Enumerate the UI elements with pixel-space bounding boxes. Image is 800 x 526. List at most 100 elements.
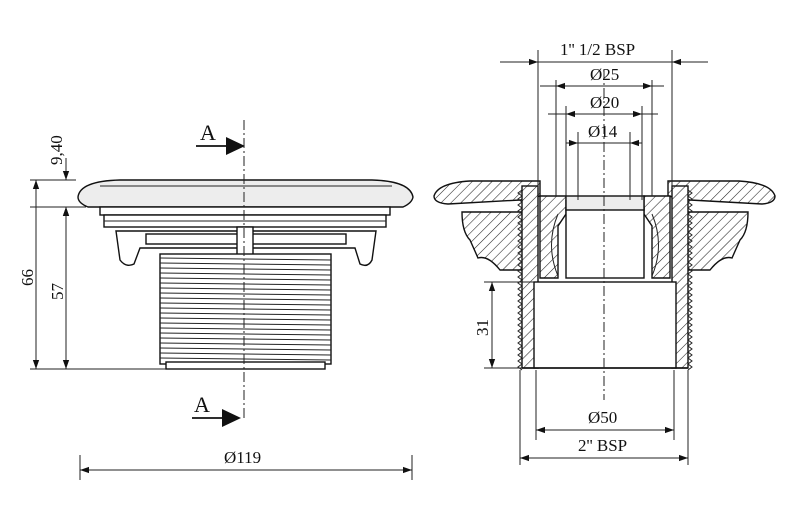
nozzle-left [539,195,567,279]
dim-d50: Ø50 [588,408,617,427]
dim-thread-top: 1'' 1/2 BSP [560,40,635,59]
thread-line [159,317,332,321]
thread-line [159,327,332,331]
thread-line [159,342,332,346]
thread-tooth [517,363,523,371]
collar-right [685,211,749,271]
thread-tooth [687,327,693,335]
thread-tooth [517,225,523,233]
thread-line [159,312,332,316]
thread-tooth [687,273,693,281]
collar-left [461,211,526,271]
thread-tooth [517,333,523,341]
thread-tooth [517,315,523,323]
thread-tooth [517,351,523,359]
thread-tooth [517,303,523,311]
thread-tooth [687,195,693,203]
thread-tooth [517,357,523,365]
thread-tooth [687,225,693,233]
thread-line [159,302,332,306]
section-marker-bottom: A [194,392,210,417]
thread-tooth [687,297,693,305]
thread-line [159,257,332,261]
thread-lines [159,257,332,361]
thread-tooth [687,363,693,371]
thread-line [159,262,332,266]
section-marker-top: A [200,120,216,145]
left-elevation-view: A A 9,40 66 57 Ø119 [18,120,414,480]
thread-line [159,292,332,296]
thread-tooth [517,279,523,287]
thread-line [159,272,332,276]
dim-d20: Ø20 [590,93,619,112]
thread-line [159,322,332,326]
thread-line [159,282,332,286]
thread-tooth [687,189,693,197]
thread-tooth [687,303,693,311]
thread-line [159,332,332,336]
thread-tooth [687,249,693,257]
thread-tooth [687,207,693,215]
thread-tooth [517,297,523,305]
thread-line [159,287,332,291]
dim-d14: Ø14 [588,122,618,141]
thread-line [159,267,332,271]
thread-tooth [517,201,523,209]
thread-tooth [517,321,523,329]
thread-teeth [517,189,693,371]
thread-line [159,307,332,311]
thread-tooth [687,237,693,245]
thread-tooth [687,213,693,221]
dim-flange-thickness: 9,40 [47,135,66,165]
thread-tooth [517,207,523,215]
thread-tooth [687,285,693,293]
thread-tooth [687,255,693,263]
thread-tooth [687,345,693,353]
thread-line [159,347,332,351]
thread-tooth [687,231,693,239]
thread-tooth [517,261,523,269]
thread-tooth [517,291,523,299]
thread-line [159,297,332,301]
thread-tooth [517,213,523,221]
flange-rim [99,206,391,216]
thread-tooth [517,285,523,293]
thread-tooth [687,279,693,287]
dim-d25: Ø25 [590,65,619,84]
thread-tooth [517,195,523,203]
thread-line [159,337,332,341]
thread-tooth [517,249,523,257]
thread-tooth [517,219,523,227]
thread-tooth [687,315,693,323]
thread-tooth [517,339,523,347]
socket [533,281,677,369]
thread-tooth [687,309,693,317]
thread-tooth [687,339,693,347]
thread-tooth [517,243,523,251]
thread-tooth [687,261,693,269]
thread-line [159,357,332,361]
thread-tooth [517,309,523,317]
thread-tooth [687,357,693,365]
thread-tooth [517,273,523,281]
dim-thread-bottom: 2'' BSP [578,436,627,455]
dim-socket-depth: 31 [473,319,492,336]
thread-tooth [687,267,693,275]
thread-tooth [687,201,693,209]
nozzle-insert [565,207,645,279]
thread-tooth [687,333,693,341]
thread-tooth [687,321,693,329]
thread-line [159,277,332,281]
dim-body-height: 57 [48,283,67,301]
right-section-view: 1'' 1/2 BSP Ø25 Ø20 Ø14 31 Ø50 [433,40,776,465]
thread-tooth [517,267,523,275]
thread-tooth [687,243,693,251]
thread-tooth [517,255,523,263]
dim-total-height: 66 [18,269,37,286]
thread-line [159,352,332,356]
flange-body [77,179,414,208]
thread-tooth [517,237,523,245]
thread-tooth [517,189,523,197]
thread-tooth [517,327,523,335]
